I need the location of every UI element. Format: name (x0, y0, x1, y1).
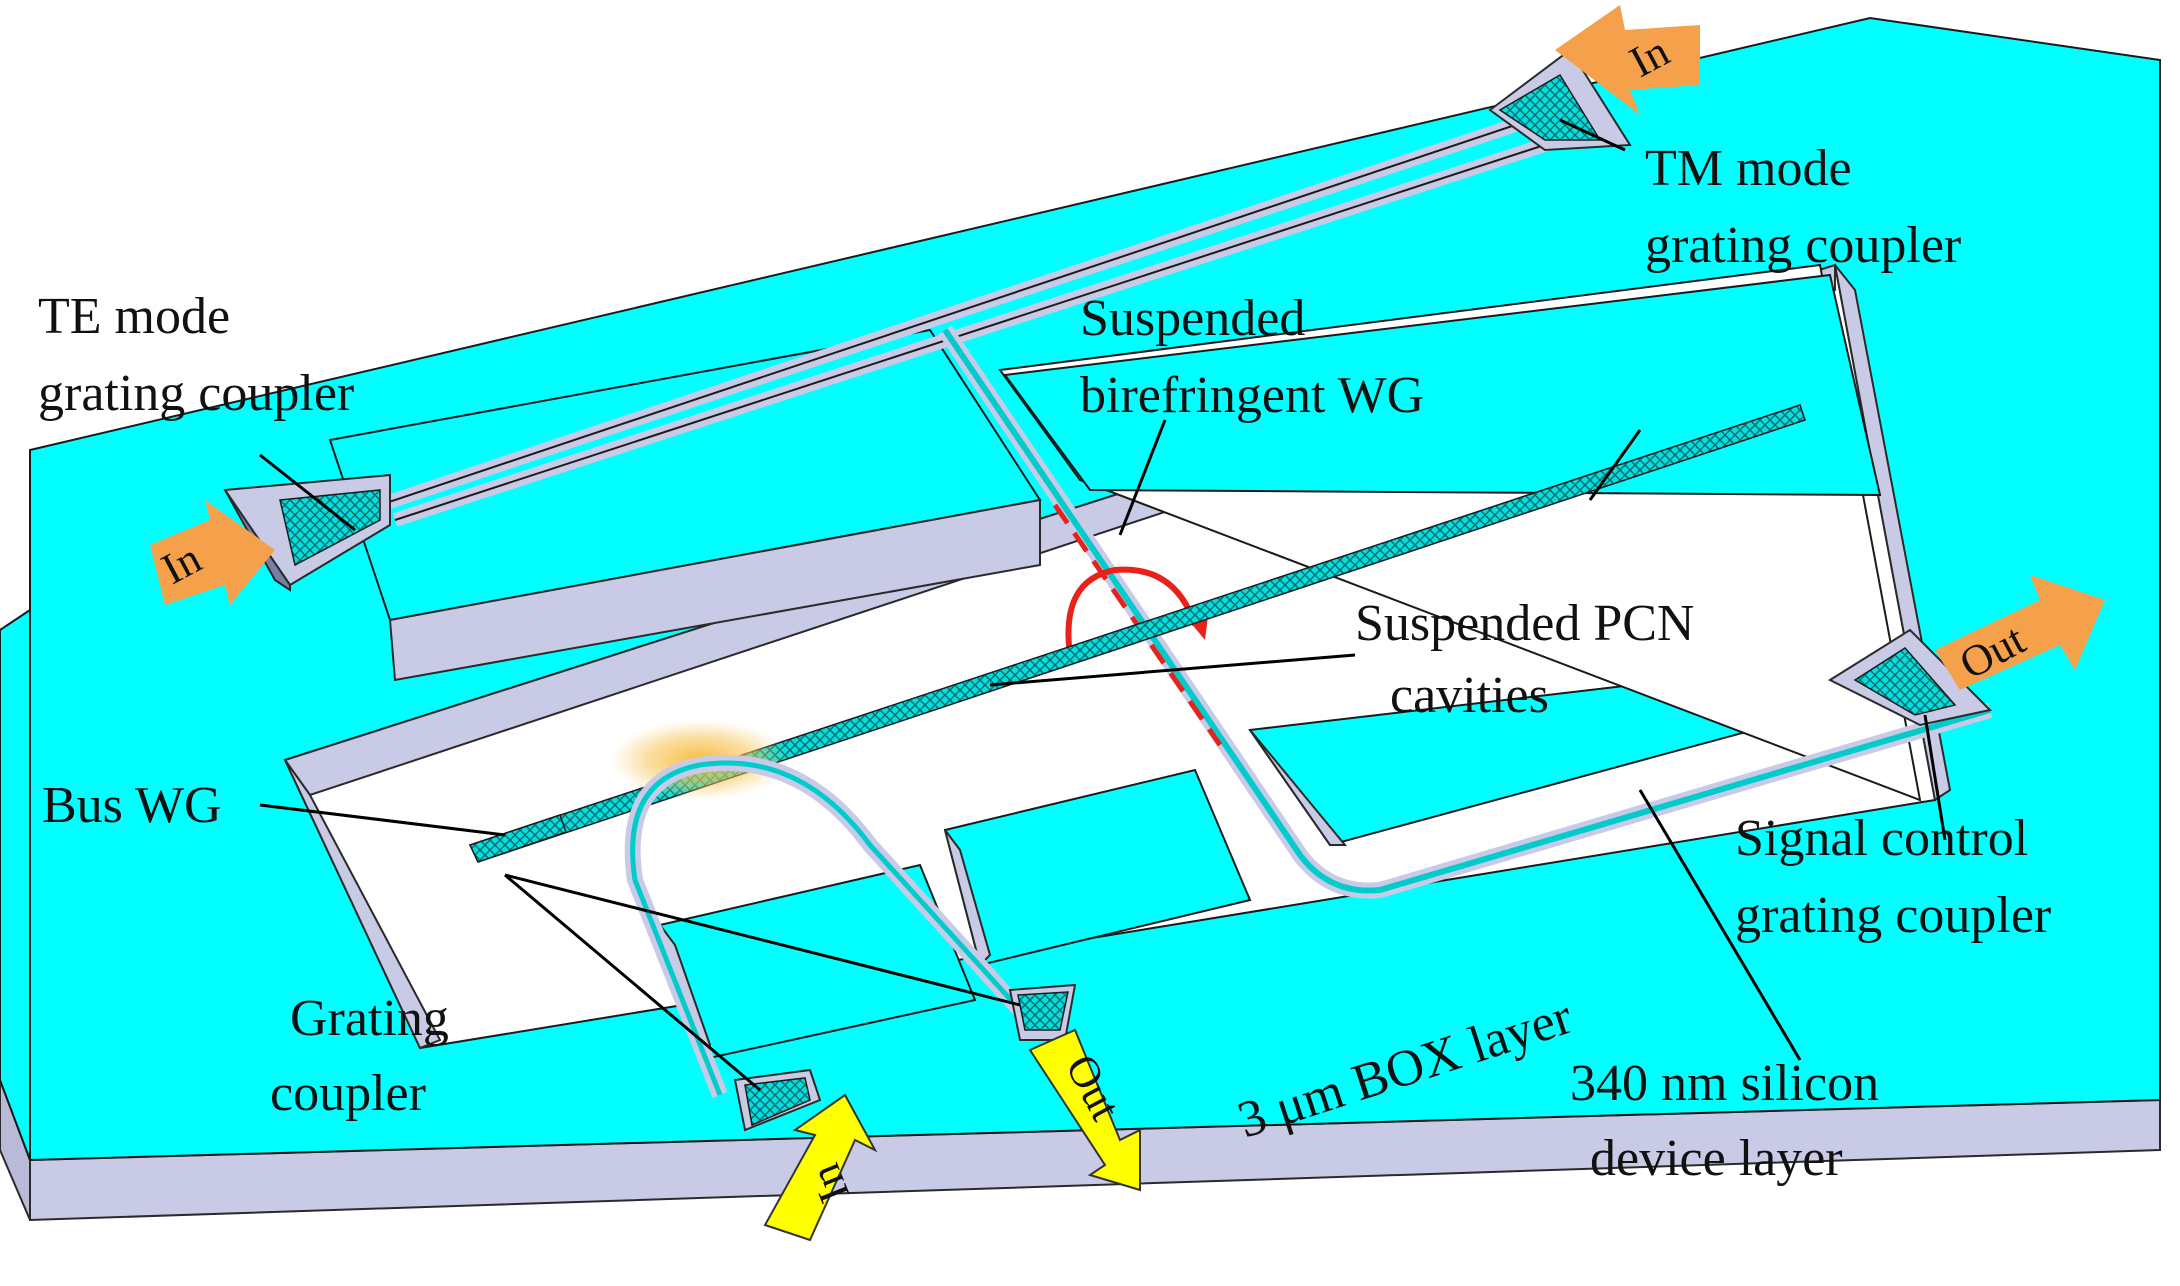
leader-device-layer (1638, 789, 1802, 1061)
label-signal-coupler-line1: Signal control (1735, 810, 2028, 867)
leader-grating-2 (504, 873, 761, 1092)
label-grating-line1: Grating (290, 990, 449, 1047)
bus-waveguide (468, 814, 567, 863)
leader-tm-coupler (1559, 118, 1626, 152)
arrow-in-top-right: In (1555, 5, 1700, 115)
upper-island (1003, 273, 1882, 497)
top-waveguide-lower-core (394, 134, 1576, 521)
label-te-coupler-line1: TE mode (38, 288, 230, 345)
label-suspended-wg-line2: birefringent WG (1080, 367, 1424, 424)
label-device-layer-line1: 340 nm silicon (1570, 1055, 1879, 1112)
upper-island-left-wall (388, 498, 1041, 682)
label-tm-coupler-line1: TM mode (1645, 140, 1852, 197)
island-right-wall (1249, 729, 1348, 846)
bottom-grating-coupler-right-teeth (1017, 991, 1069, 1031)
island-lower-mid-wall (944, 829, 992, 967)
leader-grating-1 (504, 873, 1021, 1007)
leader-suspended-wg (1118, 419, 1167, 536)
label-tm-coupler-line2: grating coupler (1645, 217, 1961, 274)
leader-signal-coupler (1923, 714, 1947, 841)
trench-wall-left (284, 759, 442, 1050)
u-loop-waveguide-core (630, 760, 1022, 1096)
label-signal-coupler-line2: grating coupler (1735, 887, 2051, 944)
arrow-in-left: In (150, 500, 275, 605)
bottom-grating-coupler-left-teeth (744, 1077, 811, 1127)
label-bus-wg: Bus WG (42, 777, 222, 834)
label-device-layer-line2: device layer (1590, 1130, 1843, 1187)
device-layer-left-strip (0, 608, 31, 1161)
rotation-arrow (1065, 566, 1198, 656)
leader-pcn-2 (1588, 429, 1642, 501)
te-grating-coupler-teeth (279, 489, 381, 567)
suspended-birefringent-wg-core (942, 328, 1991, 894)
label-grating-line2: coupler (270, 1065, 426, 1122)
label-pcn-line2: cavities (1390, 667, 1549, 724)
label-te-coupler-line2: grating coupler (38, 365, 354, 422)
leader-pcn-1 (989, 653, 1356, 687)
label-pcn-line1: Suspended PCN (1355, 595, 1694, 652)
top-waveguide-upper-core (379, 109, 1561, 506)
leader-te-coupler (259, 453, 356, 532)
signal-grating-coupler-teeth (1853, 647, 1957, 716)
leader-bus-wg (259, 803, 506, 837)
label-suspended-wg-line1: Suspended (1080, 290, 1305, 347)
